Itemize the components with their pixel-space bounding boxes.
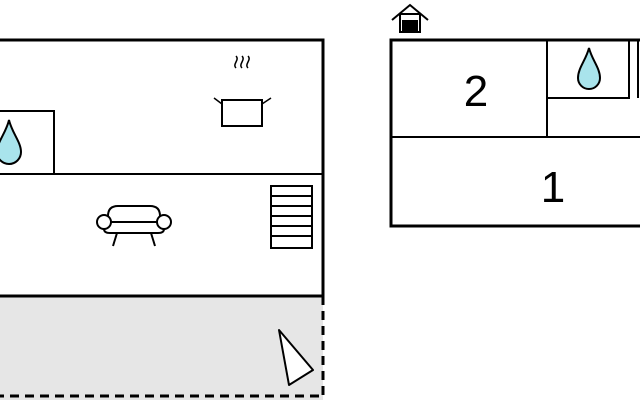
ground-floor-walls xyxy=(0,38,325,298)
bathroom xyxy=(546,39,630,99)
water-drop-icon xyxy=(576,47,602,90)
water-drop-icon xyxy=(0,119,23,165)
bathroom xyxy=(0,110,55,175)
upper-floor-walls xyxy=(389,38,640,228)
room-number-2: 2 xyxy=(464,67,488,116)
terrace xyxy=(0,296,325,400)
room-number-1: 1 xyxy=(541,163,565,212)
ground-floor xyxy=(0,38,325,400)
staircase-icon xyxy=(270,185,313,249)
sofa-icon xyxy=(96,205,172,247)
upper-floor: 2 1 xyxy=(389,3,640,228)
house-floor-marker-icon xyxy=(391,3,429,33)
cooking-pot-icon xyxy=(213,55,272,127)
terrace-pointer-icon xyxy=(278,329,314,386)
